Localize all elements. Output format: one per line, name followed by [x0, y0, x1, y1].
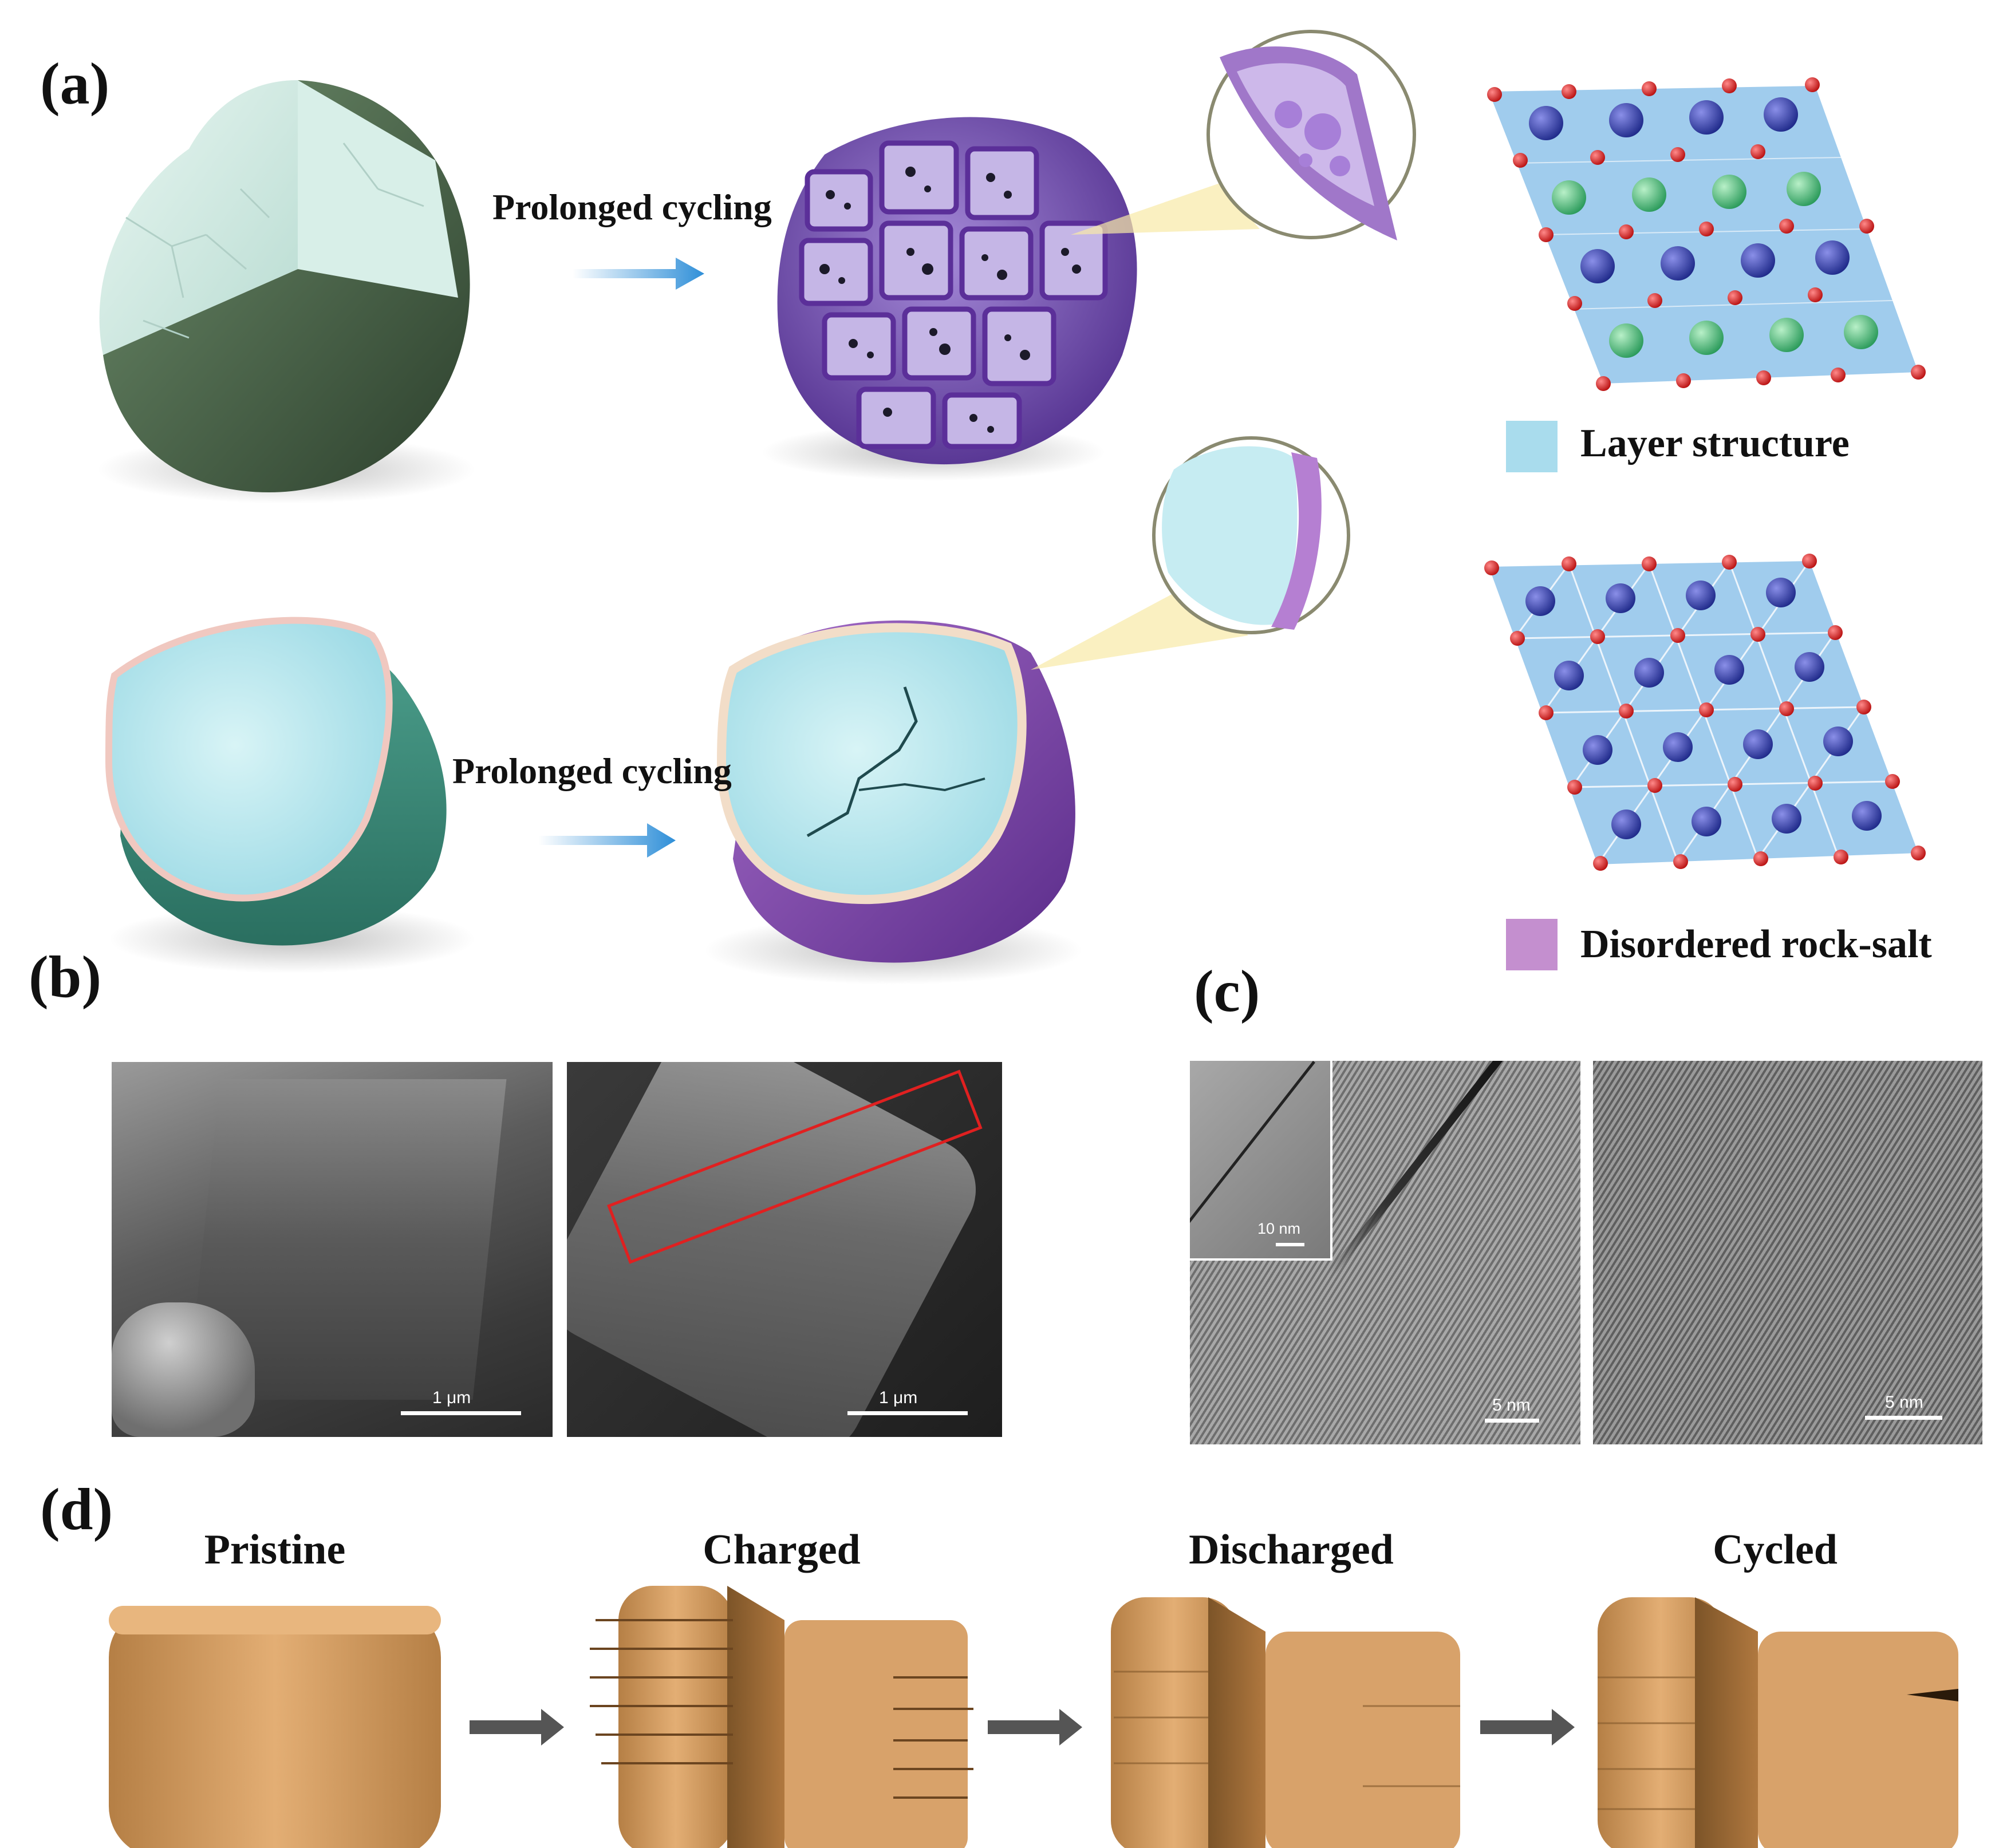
cycled-particle [1598, 1597, 1958, 1848]
scale-label-c-left: 5 nm [1492, 1396, 1531, 1415]
legend-label-layer: Layer structure [1580, 421, 1850, 465]
hrtem-image-left: 10 nm 5 nm [1190, 1061, 1580, 1444]
sem-grain-left [112, 1302, 255, 1437]
stage-label-discharged: Discharged [1189, 1526, 1394, 1573]
crack-notch [1907, 1689, 1958, 1701]
arrow-bottom [538, 823, 676, 858]
arrow-caption-top: Prolonged cycling [492, 187, 772, 227]
hrtem-image-right: 5 nm [1593, 1061, 1982, 1444]
sem-image-right: 1 μm [567, 1062, 1002, 1437]
legend-swatch-rocksalt [1506, 919, 1558, 970]
layered-lattice [1487, 77, 1926, 391]
scale-bar-c-inset [1276, 1243, 1304, 1246]
zoom-callout-top [1071, 30, 1416, 240]
arrow-caption-bottom: Prolonged cycling [452, 751, 732, 791]
pristine-particle-bottom [105, 617, 475, 973]
discharged-particle [1111, 1597, 1460, 1848]
arrow-top [573, 258, 704, 290]
scale-label-c-inset: 10 nm [1257, 1220, 1301, 1237]
zoom-callout-bottom [1031, 436, 1350, 670]
pristine-cylinder [109, 1606, 441, 1848]
scale-bar-b-left [401, 1411, 521, 1415]
charged-particle [590, 1586, 973, 1848]
rocksalt-lattice [1484, 554, 1926, 871]
scale-bar-c-left [1485, 1419, 1539, 1423]
scale-bar-b-right [847, 1411, 968, 1415]
panel-c-label: (c) [1194, 958, 1260, 1024]
scale-label-c-right: 5 nm [1885, 1393, 1923, 1412]
scale-label-b-left: 1 μm [432, 1388, 471, 1407]
degraded-particle-bottom [704, 620, 1082, 985]
panel-b-label: (b) [29, 944, 102, 1010]
scale-label-b-right: 1 μm [879, 1388, 918, 1407]
legend-swatch-layer [1506, 421, 1558, 472]
stage-label-cycled: Cycled [1713, 1526, 1838, 1573]
stage-label-charged: Charged [703, 1526, 861, 1573]
hrtem-inset: 10 nm [1190, 1061, 1332, 1261]
panel-a-label: (a) [40, 51, 110, 117]
pristine-particle-top [97, 80, 475, 504]
degraded-particle-top [762, 117, 1137, 481]
legend-label-rocksalt: Disordered rock-salt [1580, 922, 1932, 966]
panel-d-label: (d) [40, 1476, 113, 1542]
sem-image-left: 1 μm [112, 1062, 553, 1437]
stage-label-pristine: Pristine [204, 1526, 346, 1573]
scale-bar-c-right [1865, 1416, 1942, 1420]
stage-arrows [470, 1709, 1575, 1746]
